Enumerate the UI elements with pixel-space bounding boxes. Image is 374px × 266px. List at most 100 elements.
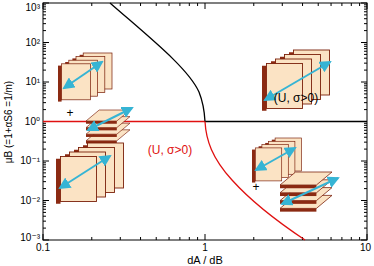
tick-mark	[43, 42, 49, 43]
lamellar-stack-inset	[58, 53, 112, 102]
tick-mark	[364, 149, 367, 150]
tick-mark	[43, 209, 46, 210]
tick-mark	[43, 90, 46, 91]
y-axis-title: μB (=1+αS6 =1/m)	[3, 80, 15, 162]
tick-mark	[364, 58, 367, 59]
tick-mark	[364, 164, 367, 165]
tick-mark	[43, 3, 49, 4]
tick-mark	[364, 70, 367, 71]
tick-mark	[43, 30, 46, 31]
tick-mark	[43, 130, 46, 131]
tick-mark	[364, 46, 367, 47]
tick-mark	[359, 3, 360, 6]
black-boundary	[205, 121, 367, 122]
tick-mark	[341, 237, 342, 240]
tick-mark	[364, 216, 367, 217]
tick-mark	[43, 133, 46, 134]
y-tick-label: 10⁰	[25, 116, 40, 128]
tick-mark	[364, 133, 367, 134]
tick-mark	[351, 3, 352, 6]
tick-mark	[91, 237, 92, 240]
tick-mark	[91, 3, 92, 6]
y-tick-label: 10²	[26, 37, 40, 49]
lamellar-stack-inset	[262, 50, 330, 111]
tick-mark	[361, 42, 367, 43]
tick-mark	[364, 85, 367, 86]
tick-mark	[43, 172, 46, 173]
tick-mark	[364, 88, 367, 89]
tick-mark	[364, 30, 367, 31]
tick-mark	[302, 3, 303, 6]
tick-mark	[43, 102, 46, 103]
tick-mark	[364, 6, 367, 7]
tick-mark	[43, 11, 46, 12]
tick-mark	[364, 63, 367, 64]
x-tick-label: 0.1	[36, 242, 50, 254]
x-tick-label: 1	[202, 242, 208, 254]
tick-mark	[43, 212, 46, 213]
tick-mark	[43, 70, 46, 71]
tick-mark	[169, 237, 170, 240]
tick-mark	[364, 51, 367, 52]
tick-mark	[43, 14, 46, 15]
director-arrow	[64, 62, 102, 88]
tick-mark	[43, 221, 46, 222]
director-arrow	[256, 148, 295, 170]
tick-mark	[364, 162, 367, 163]
tick-mark	[43, 63, 46, 64]
tick-mark	[43, 82, 49, 83]
region-label: (U, σ>0)	[148, 143, 192, 157]
tick-mark	[43, 240, 49, 241]
tick-mark	[364, 167, 367, 168]
tick-mark	[43, 4, 46, 5]
tick-mark	[364, 54, 367, 55]
y-tick-label: 10¹	[26, 76, 40, 88]
tick-mark	[43, 234, 44, 240]
tick-mark	[43, 23, 46, 24]
lamellar-stack-inset	[56, 143, 124, 204]
tick-mark	[43, 6, 46, 7]
tick-mark	[43, 206, 46, 207]
tick-mark	[43, 97, 46, 98]
tick-mark	[364, 206, 367, 207]
tick-mark	[364, 44, 367, 45]
tick-mark	[169, 3, 170, 6]
plus-sign: +	[66, 106, 73, 120]
tick-mark	[364, 90, 367, 91]
tick-mark	[364, 127, 367, 128]
tick-mark	[364, 181, 367, 182]
tick-mark	[43, 161, 49, 162]
tick-mark	[331, 237, 332, 240]
tick-mark	[43, 3, 44, 9]
tick-mark	[189, 3, 190, 6]
tick-mark	[43, 46, 46, 47]
tick-mark	[364, 18, 367, 19]
tick-mark	[43, 51, 46, 52]
tick-mark	[364, 14, 367, 15]
tick-mark	[361, 82, 367, 83]
tick-mark	[197, 3, 198, 6]
tick-mark	[364, 188, 367, 189]
tick-mark	[364, 212, 367, 213]
tick-mark	[282, 237, 283, 240]
tick-mark	[364, 123, 367, 124]
tick-mark	[43, 54, 46, 55]
tick-mark	[361, 200, 367, 201]
x-axis-title: dA / dB	[187, 254, 222, 266]
tick-mark	[361, 161, 367, 162]
axis-ticks	[43, 3, 367, 240]
tick-mark	[205, 234, 206, 240]
tick-mark	[364, 176, 367, 177]
y-tick-label: 10⁻¹	[20, 155, 40, 167]
tick-mark	[189, 237, 190, 240]
plus-sign: +	[252, 180, 259, 194]
tick-mark	[253, 3, 254, 6]
tick-mark	[43, 162, 46, 163]
tick-mark	[43, 127, 46, 128]
tick-mark	[120, 237, 121, 240]
tick-mark	[364, 9, 367, 10]
tick-mark	[43, 142, 46, 143]
tick-mark	[318, 3, 319, 6]
tick-mark	[205, 3, 206, 9]
tick-mark	[364, 137, 367, 138]
